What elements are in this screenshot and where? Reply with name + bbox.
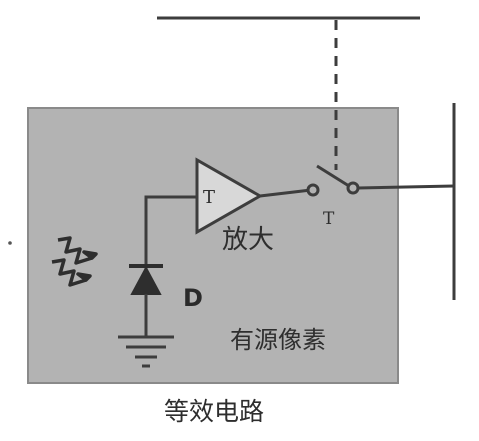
amplifier-output-wire — [259, 188, 312, 198]
active-pixel-box — [27, 107, 399, 384]
margin-dot — [8, 241, 12, 245]
diagram-caption: 等效电路 — [164, 397, 264, 426]
switch-to-bus-wire — [357, 184, 455, 190]
switch-icon — [316, 164, 350, 188]
diode-to-amplifier-wire — [144, 195, 197, 270]
switch-left-terminal — [306, 183, 320, 197]
amplifier-icon — [195, 157, 264, 235]
photodiode-label: D — [183, 284, 203, 312]
photodiode-icon — [129, 264, 163, 336]
switch-label: T — [323, 209, 335, 229]
amplifier-inner-label: T — [203, 187, 215, 208]
amplifier-label: 放大 — [222, 225, 274, 255]
switch-right-terminal — [346, 181, 360, 195]
ground-icon — [118, 335, 174, 368]
light-arrows-icon — [51, 236, 98, 287]
active-pixel-label: 有源像素 — [230, 326, 326, 354]
